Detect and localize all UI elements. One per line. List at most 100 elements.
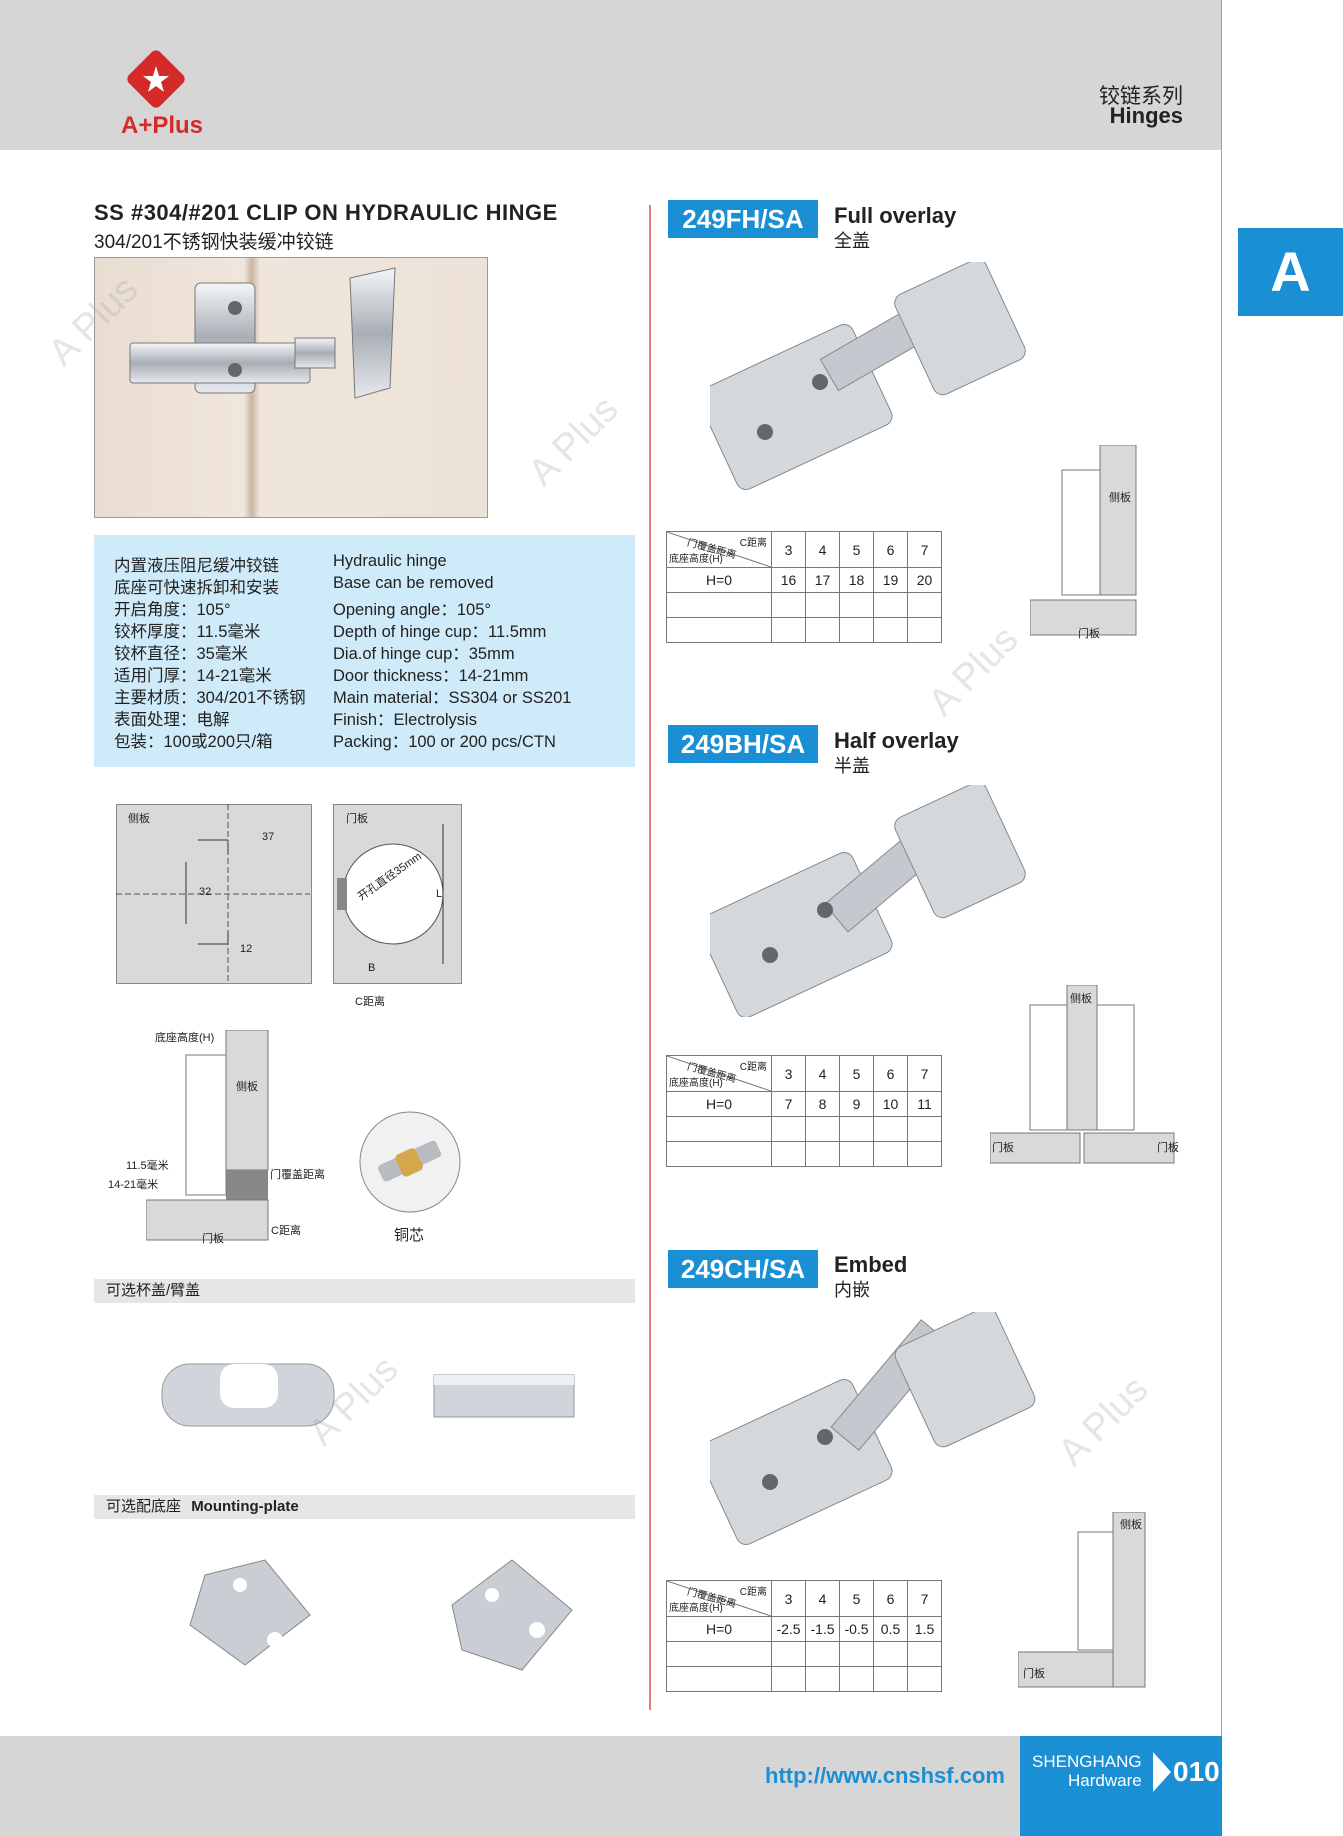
product-photo [94,257,488,518]
diagram-label: 门板 [1023,1668,1045,1680]
table-header-cell: C距离 门覆盖距离 底座高度(H) [666,1580,772,1617]
model-name-en: Half overlay [834,728,959,753]
dim-B: B [368,962,376,974]
model-name-cn: 全盖 [834,231,870,251]
cup-cover-image [161,1363,335,1427]
door-panel-label: 门板 [346,813,368,825]
table-col-header: 7 [907,531,942,568]
table-col-header: 7 [907,1580,942,1617]
full-overlay-section-drawing [1030,445,1137,636]
embed-section-drawing [1018,1512,1146,1688]
cup-depth-label: 11.5毫米 [126,1160,169,1172]
spec-box: 内置液压阻尼缓冲铰链 底座可快速拆卸和安装 开启角度：105° 铰杯厚度：11.… [94,535,635,767]
diagram-label: 侧板 [1070,993,1092,1005]
diagram-label: 侧板 [1120,1519,1142,1531]
table-row [666,592,942,618]
margin-line [1221,0,1222,1836]
page-header [0,0,1222,150]
spec-cn: 主要材质：304/201不锈钢 [114,689,306,707]
table-col-header: 3 [771,531,806,568]
footer-brand-block [1020,1736,1222,1836]
side-panel-label: 侧板 [128,813,150,825]
table-col-header: 6 [873,1055,908,1092]
c-distance-label: C距离 [355,996,385,1008]
diagram-label: 门板 [1078,628,1100,640]
brand-subname: Hardware [1068,1771,1142,1790]
door-panel-label-2: 门板 [202,1233,224,1245]
logo-text: A+Plus [121,112,204,139]
plate-label-en: Mounting-plate [191,1498,299,1515]
spec-cn: 内置液压阻尼缓冲铰链 [114,557,279,575]
table-col-header: 4 [805,1055,840,1092]
plate-label-cn: 可选配底座 [106,1498,182,1515]
spec-en: Depth of hinge cup：11.5mm [333,623,547,641]
mounting-plate-image-1 [189,1559,311,1666]
dim-37: 37 [262,831,275,843]
table-header-cell: C距离 门覆盖距离 底座高度(H) [666,1055,772,1092]
spec-en: Dia.of hinge cup：35mm [333,645,515,663]
c-distance-label-2: C距离 [271,1225,301,1237]
table-col-header: 7 [907,1055,942,1092]
page-number: 010 [1173,1756,1220,1787]
spec-cn: 适用门厚：14-21毫米 [114,667,272,685]
model-code: 249CH/SA [668,1250,818,1288]
table-col-header: 4 [805,1580,840,1617]
table-col-header: 3 [771,1580,806,1617]
product-title: SS #304/#201 CLIP ON HYDRAULIC HINGE [94,200,558,225]
spec-cn: 开启角度：105° [114,601,231,619]
table-row [666,1641,942,1667]
spec-en: Opening angle：105° [333,601,491,619]
diagram-label: 门板 [1157,1142,1179,1154]
full-overlay-hinge-image [710,262,1026,490]
drill-pattern-drawing [116,804,310,982]
copper-core-label: 铜芯 [394,1227,425,1244]
watermark: A Plus [520,388,627,495]
table-col-header: 5 [839,1055,874,1092]
arrow-icon [1153,1752,1171,1792]
embed-hinge-image [710,1312,1036,1545]
half-overlay-hinge-image [710,785,1026,1017]
base-height-label: 底座高度(H) [155,1032,215,1044]
spec-en: Hydraulic hinge [333,552,447,570]
website-link[interactable]: http://www.cnshsf.com [765,1763,1005,1788]
spec-cn: 铰杯厚度：11.5毫米 [114,623,261,641]
model-name-cn: 半盖 [834,756,870,776]
table-col-header: 5 [839,1580,874,1617]
dim-12: 12 [240,943,253,955]
dim-32: 32 [199,886,212,898]
spec-en: Base can be removed [333,574,494,592]
model-name-cn: 内嵌 [834,1280,870,1300]
table-col-header: 6 [873,1580,908,1617]
series-title-en: Hinges [1109,103,1183,128]
logo-icon [127,50,185,108]
spec-cn: 包装：100或200只/箱 [114,733,273,751]
door-thickness-label: 14-21毫米 [108,1179,159,1191]
diagram-label: 侧板 [1109,492,1131,504]
model-name-en: Full overlay [834,203,957,228]
brand-name: SHENGHANG [1032,1752,1142,1771]
cup-hole-drawing [337,824,444,964]
arm-cover-image [433,1374,575,1418]
plate-section-bar: 可选配底座 Mounting-plate [94,1495,635,1519]
spec-en: Door thickness：14-21mm [333,667,529,685]
model-name-en: Embed [834,1252,908,1277]
table-col-header: 4 [805,531,840,568]
table-row [666,1116,942,1142]
spec-cn: 底座可快速拆卸和安装 [114,579,279,597]
dim-L: L [436,888,443,900]
caps-section-bar: 可选杯盖/臂盖 [94,1279,635,1303]
table-row [666,1141,942,1167]
side-panel-label-2: 侧板 [236,1081,258,1093]
copper-core-photo [359,1111,461,1213]
spec-en: Finish：Electrolysis [333,711,477,729]
section-drawing [146,1030,269,1241]
mounting-plate-image-2 [451,1559,573,1671]
table-col-header: 6 [873,531,908,568]
door-cover-label: 门覆盖距离 [270,1169,325,1181]
page-footer [0,1736,1222,1836]
table-header-cell: C距离 门覆盖距离 底座高度(H) [666,531,772,568]
section-tab[interactable]: A [1238,228,1343,316]
